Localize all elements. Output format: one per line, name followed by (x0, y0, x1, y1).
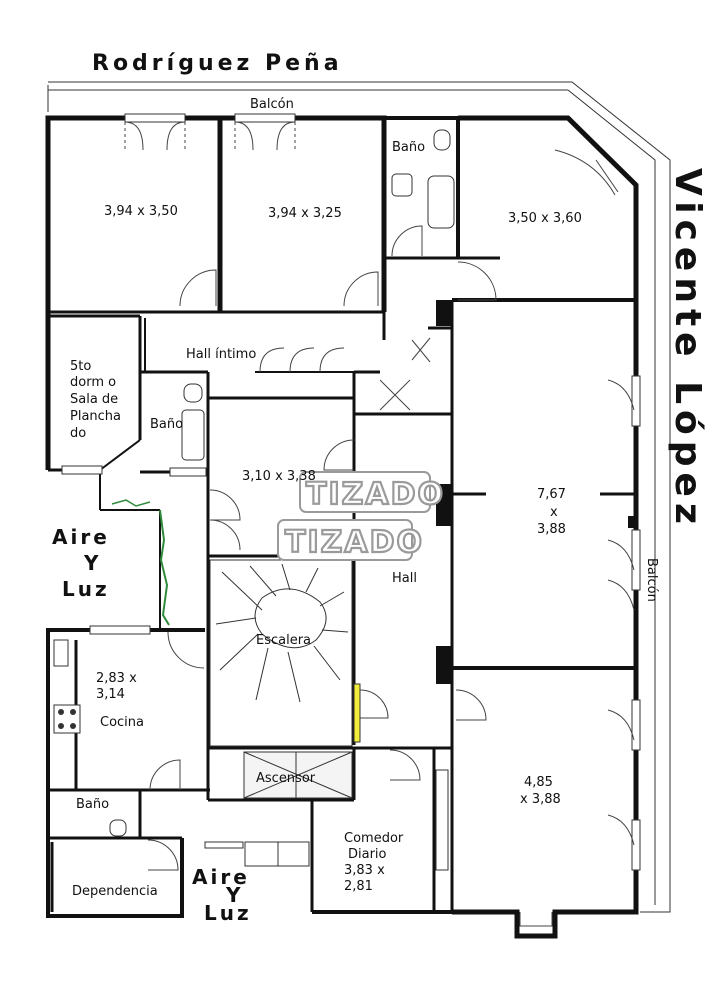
bath-mid-label: Baño (150, 417, 183, 432)
balcony-top-label: Balcón (250, 97, 294, 112)
stairs-label: Escalera (256, 633, 311, 648)
watermark-text-2: TIZADO (285, 525, 424, 560)
air-light-2-line-1: Aire (192, 865, 250, 889)
dining-line-2: Diario (348, 847, 387, 862)
staircase (209, 559, 353, 747)
interior-walls (48, 256, 636, 912)
bedroom-4-label: 3,10 x 3,38 (242, 469, 316, 484)
service-room-label: Dependencia (72, 884, 158, 899)
light-well-plants (111, 499, 170, 626)
fifth-room-line-3: Sala de (70, 392, 118, 407)
fifth-room-line-2: dorm o (70, 375, 116, 390)
bedroom-2-label: 3,94 x 3,25 (268, 206, 342, 221)
street-top-label: Rodríguez Peña (92, 51, 343, 76)
living-line-3: 3,88 (537, 522, 566, 537)
windows (61, 113, 641, 871)
air-light-2-line-3: Luz (204, 901, 252, 925)
balcony-right-label: Balcón (644, 558, 659, 602)
elevator-label: Ascensor (256, 771, 316, 786)
elevator-shaft (243, 751, 353, 799)
street-lines (47, 81, 671, 913)
bedroom-1-label: 3,94 x 3,50 (104, 204, 178, 219)
fifth-room-line-1: 5to (70, 359, 91, 374)
door-swings (124, 121, 635, 927)
watermark: TIZADO TIZADO (277, 471, 445, 561)
hall-label: Hall (392, 571, 417, 586)
room-labels: 3,94 x 3,50 3,94 x 3,25 Baño 3,50 x 3,60… (70, 140, 582, 899)
hall-intimo-label: Hall íntimo (186, 347, 256, 362)
room-right-bottom-line-1: 4,85 (524, 775, 553, 790)
dining-line-1: Comedor (344, 831, 404, 846)
dining-line-4: 2,81 (344, 879, 373, 894)
air-light-1-line-3: Luz (62, 577, 110, 601)
dining-line-3: 3,83 x (344, 863, 385, 878)
fifth-room-line-5: do (70, 426, 86, 441)
air-light-labels: Aire Y Luz Aire Y Luz (52, 525, 252, 925)
structural-columns (436, 300, 636, 684)
air-light-1-line-1: Aire (52, 525, 110, 549)
kitchen-name: Cocina (100, 715, 144, 730)
kitchen-line-1: 2,83 x (96, 671, 137, 686)
street-right-label: Vicente López (667, 168, 708, 530)
bath-service-label: Baño (76, 797, 109, 812)
watermark-text-1: TIZADO (306, 477, 445, 512)
living-line-1: 7,67 (537, 487, 566, 502)
kitchen-line-2: 3,14 (96, 687, 125, 702)
air-light-1-line-2: Y (83, 551, 99, 575)
bath-top-label: Baño (392, 140, 425, 155)
air-light-2-line-2: Y (225, 883, 241, 907)
fixtures (53, 129, 455, 871)
bedroom-3-label: 3,50 x 3,60 (508, 211, 582, 226)
room-right-bottom-line-2: x 3,88 (520, 792, 561, 807)
living-line-2: x (550, 505, 558, 520)
fifth-room-line-4: Plancha (70, 409, 121, 424)
